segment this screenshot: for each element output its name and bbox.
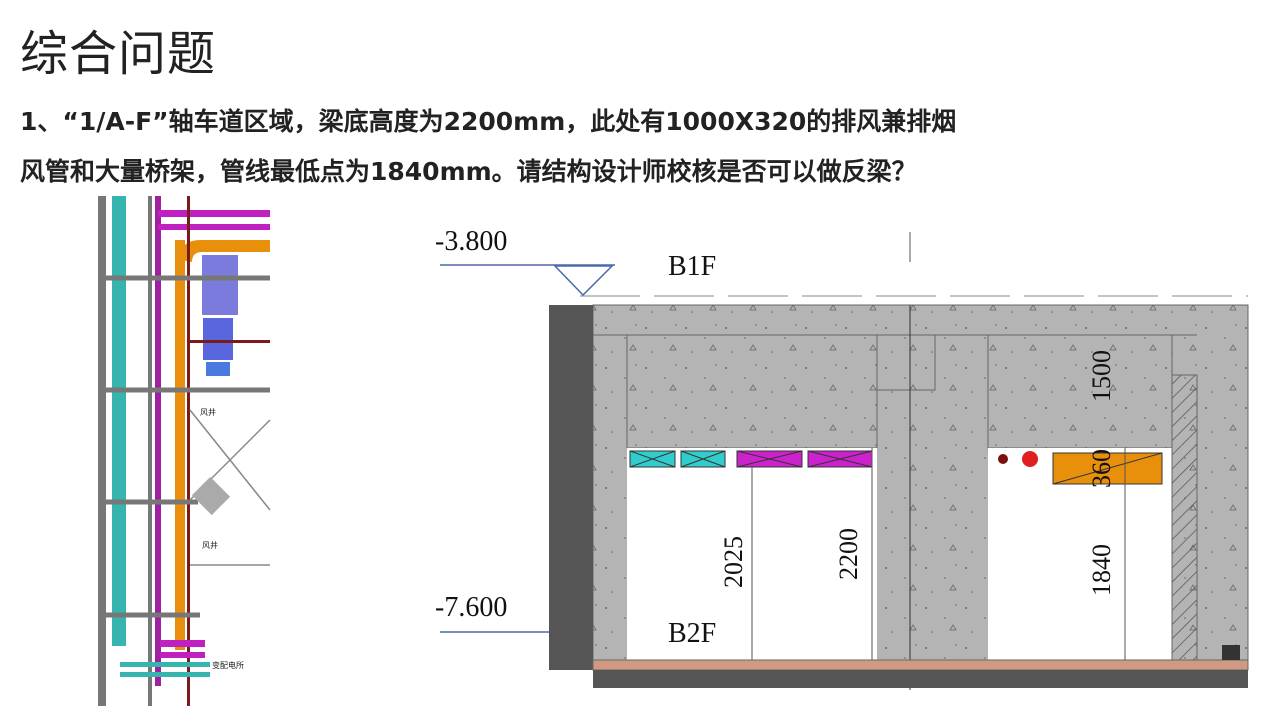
slide-title: 综合问题 (20, 26, 217, 82)
dimension-2200: 2200 (834, 528, 863, 580)
question-line-1: 1、“1/A-F”轴车道区域，梁底高度为2200mm，此处有1000X320的排… (20, 107, 957, 136)
question-line-2: 风管和大量桥架，管线最低点为1840mm。请结构设计师校核是否可以做反梁？ (20, 157, 917, 186)
level-elevation-b2f: -7.600 (435, 592, 507, 623)
level-name-b1f: B1F (668, 251, 716, 282)
section-drawing: -3.800 B1F -7.600 B2F 2025 2200 1500 360… (435, 226, 1249, 690)
plan-label-substation: 变配电所 (212, 660, 244, 670)
dimension-1840: 1840 (1087, 544, 1116, 596)
level-name-b2f: B2F (668, 618, 716, 649)
level-elevation-b1f: -3.800 (435, 226, 507, 257)
dimension-2025: 2025 (719, 536, 748, 588)
pipe-icon (1022, 451, 1038, 467)
plan-drawing: 风井 风井 变配电所 (98, 196, 271, 706)
plan-label-shaft-1: 风井 (200, 407, 216, 417)
dimension-1500: 1500 (1087, 350, 1116, 402)
plan-label-shaft-2: 风井 (202, 540, 218, 550)
dimension-360: 360 (1087, 449, 1116, 488)
pipe-icon (998, 454, 1008, 464)
